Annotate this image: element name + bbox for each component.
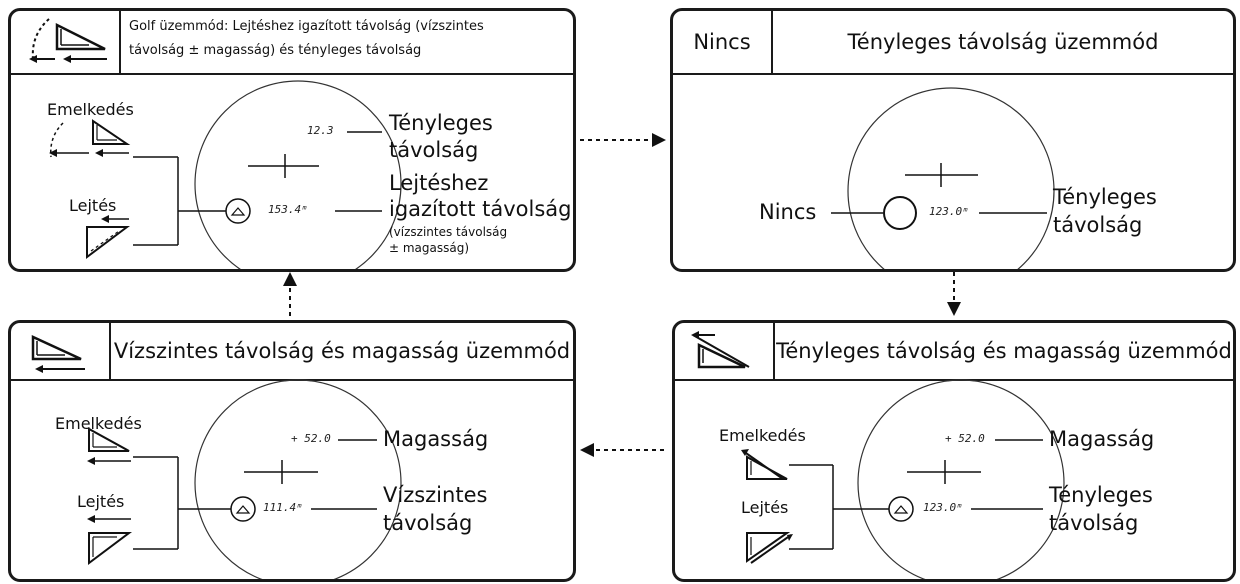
actual-height-rise-label: Emelkedés: [719, 426, 806, 445]
scope-view-circle: [194, 379, 402, 579]
horizontal-readout-distance: 111.4ᵐ: [263, 501, 303, 514]
actual-distance-icon-label: Nincs: [693, 30, 751, 54]
actual-distance-icon-cell: Nincs: [673, 11, 773, 73]
actual-height-fall-label: Lejtés: [741, 498, 789, 517]
slope-indicator-circle: [230, 496, 256, 522]
golf-mode-title-line1: Golf üzemmód: Lejtéshez igazított távols…: [129, 19, 484, 34]
golf-callout-actual-line1: Tényleges: [389, 111, 493, 135]
rise-slope-icon: [49, 119, 131, 158]
scope-view-circle: [857, 379, 1065, 579]
golf-mode-diagram: [49, 80, 402, 269]
actual-height-callout-distance-line1: Tényleges: [1049, 483, 1153, 507]
golf-callout-adjusted-line2: igazított távolság: [389, 197, 572, 221]
scope-view-circle: [194, 80, 402, 269]
actual-callout-line1: Tényleges: [1053, 185, 1157, 209]
fall-slope-icon: [86, 215, 130, 259]
golf-callout-note-line2: ± magasság): [389, 241, 470, 255]
actual-slope-icon: [691, 331, 750, 369]
golf-rise-label: Emelkedés: [47, 100, 134, 119]
rise-horizontal-icon: [87, 427, 131, 465]
actual-none-label: Nincs: [759, 200, 817, 224]
golf-readout-adjusted: 153.4ᵐ: [268, 203, 308, 216]
horizontal-rise-label: Emelkedés: [55, 414, 142, 433]
actual-height-callout-distance-line2: távolság: [1049, 511, 1139, 535]
slope-indicator-circle: [888, 496, 914, 522]
actual-height-title: Tényleges távolság és magasság üzemmód: [776, 339, 1232, 363]
golf-callout-adjusted-line1: Lejtéshez: [389, 171, 489, 195]
fall-actual-icon: [746, 532, 793, 564]
golf-mode-icon-cell: [11, 11, 121, 73]
golf-slope-icon: [29, 18, 107, 63]
horizontal-callout-height: Magasság: [383, 427, 489, 451]
horizontal-callout-distance-line1: Vízszintes: [383, 483, 488, 507]
actual-callout-line2: távolság: [1053, 213, 1143, 237]
golf-callout-note-line1: (vízszintes távolság: [389, 225, 508, 239]
slope-indicator-circle: [225, 198, 251, 224]
actual-distance-title: Tényleges távolság üzemmód: [847, 30, 1159, 54]
fall-horizontal-icon: [87, 515, 132, 565]
arrow-golf-to-actual: [580, 133, 666, 147]
horizontal-height-icon-cell: [11, 323, 111, 379]
scope-view-circle: [847, 87, 1055, 269]
actual-distance-panel: Nincs Tényleges távolság üzemmód Nincs 1…: [670, 8, 1236, 272]
actual-height-panel: Tényleges távolság és magasság üzemmód E…: [672, 320, 1236, 582]
horizontal-slope-icon: [31, 335, 85, 373]
golf-mode-header: Golf üzemmód: Lejtéshez igazított távols…: [11, 11, 573, 75]
arrow-actual-height-to-horizontal: [580, 443, 664, 457]
golf-mode-panel: Golf üzemmód: Lejtéshez igazított távols…: [8, 8, 576, 272]
actual-height-readout-height: + 52.0: [945, 432, 985, 445]
arrow-actual-to-actual-height: [947, 272, 961, 316]
horizontal-readout-height: + 52.0: [291, 432, 331, 445]
horizontal-callout-distance-line2: távolság: [383, 511, 473, 535]
actual-height-callout-height: Magasság: [1049, 427, 1155, 451]
horizontal-fall-label: Lejtés: [77, 492, 125, 511]
horizontal-height-diagram: [87, 379, 402, 579]
empty-indicator-circle: [883, 196, 917, 230]
golf-fall-label: Lejtés: [69, 196, 117, 215]
golf-mode-title-line2: távolság ± magasság) és tényleges távols…: [129, 43, 422, 58]
actual-readout: 123.0ᵐ: [929, 205, 969, 218]
golf-readout-actual: 12.3: [307, 124, 334, 137]
golf-callout-actual-line2: távolság: [389, 138, 479, 162]
actual-distance-header: Nincs Tényleges távolság üzemmód: [673, 11, 1233, 75]
arrow-horizontal-to-golf: [283, 272, 297, 316]
actual-height-icon-cell: [675, 323, 775, 379]
horizontal-height-title: Vízszintes távolság és magasság üzemmód: [113, 339, 571, 363]
actual-height-diagram: [741, 379, 1065, 579]
actual-height-readout-distance: 123.0ᵐ: [923, 501, 963, 514]
actual-distance-diagram: [831, 87, 1055, 269]
rise-actual-icon: [741, 449, 788, 480]
horizontal-height-panel: Vízszintes távolság és magasság üzemmód: [8, 320, 576, 582]
